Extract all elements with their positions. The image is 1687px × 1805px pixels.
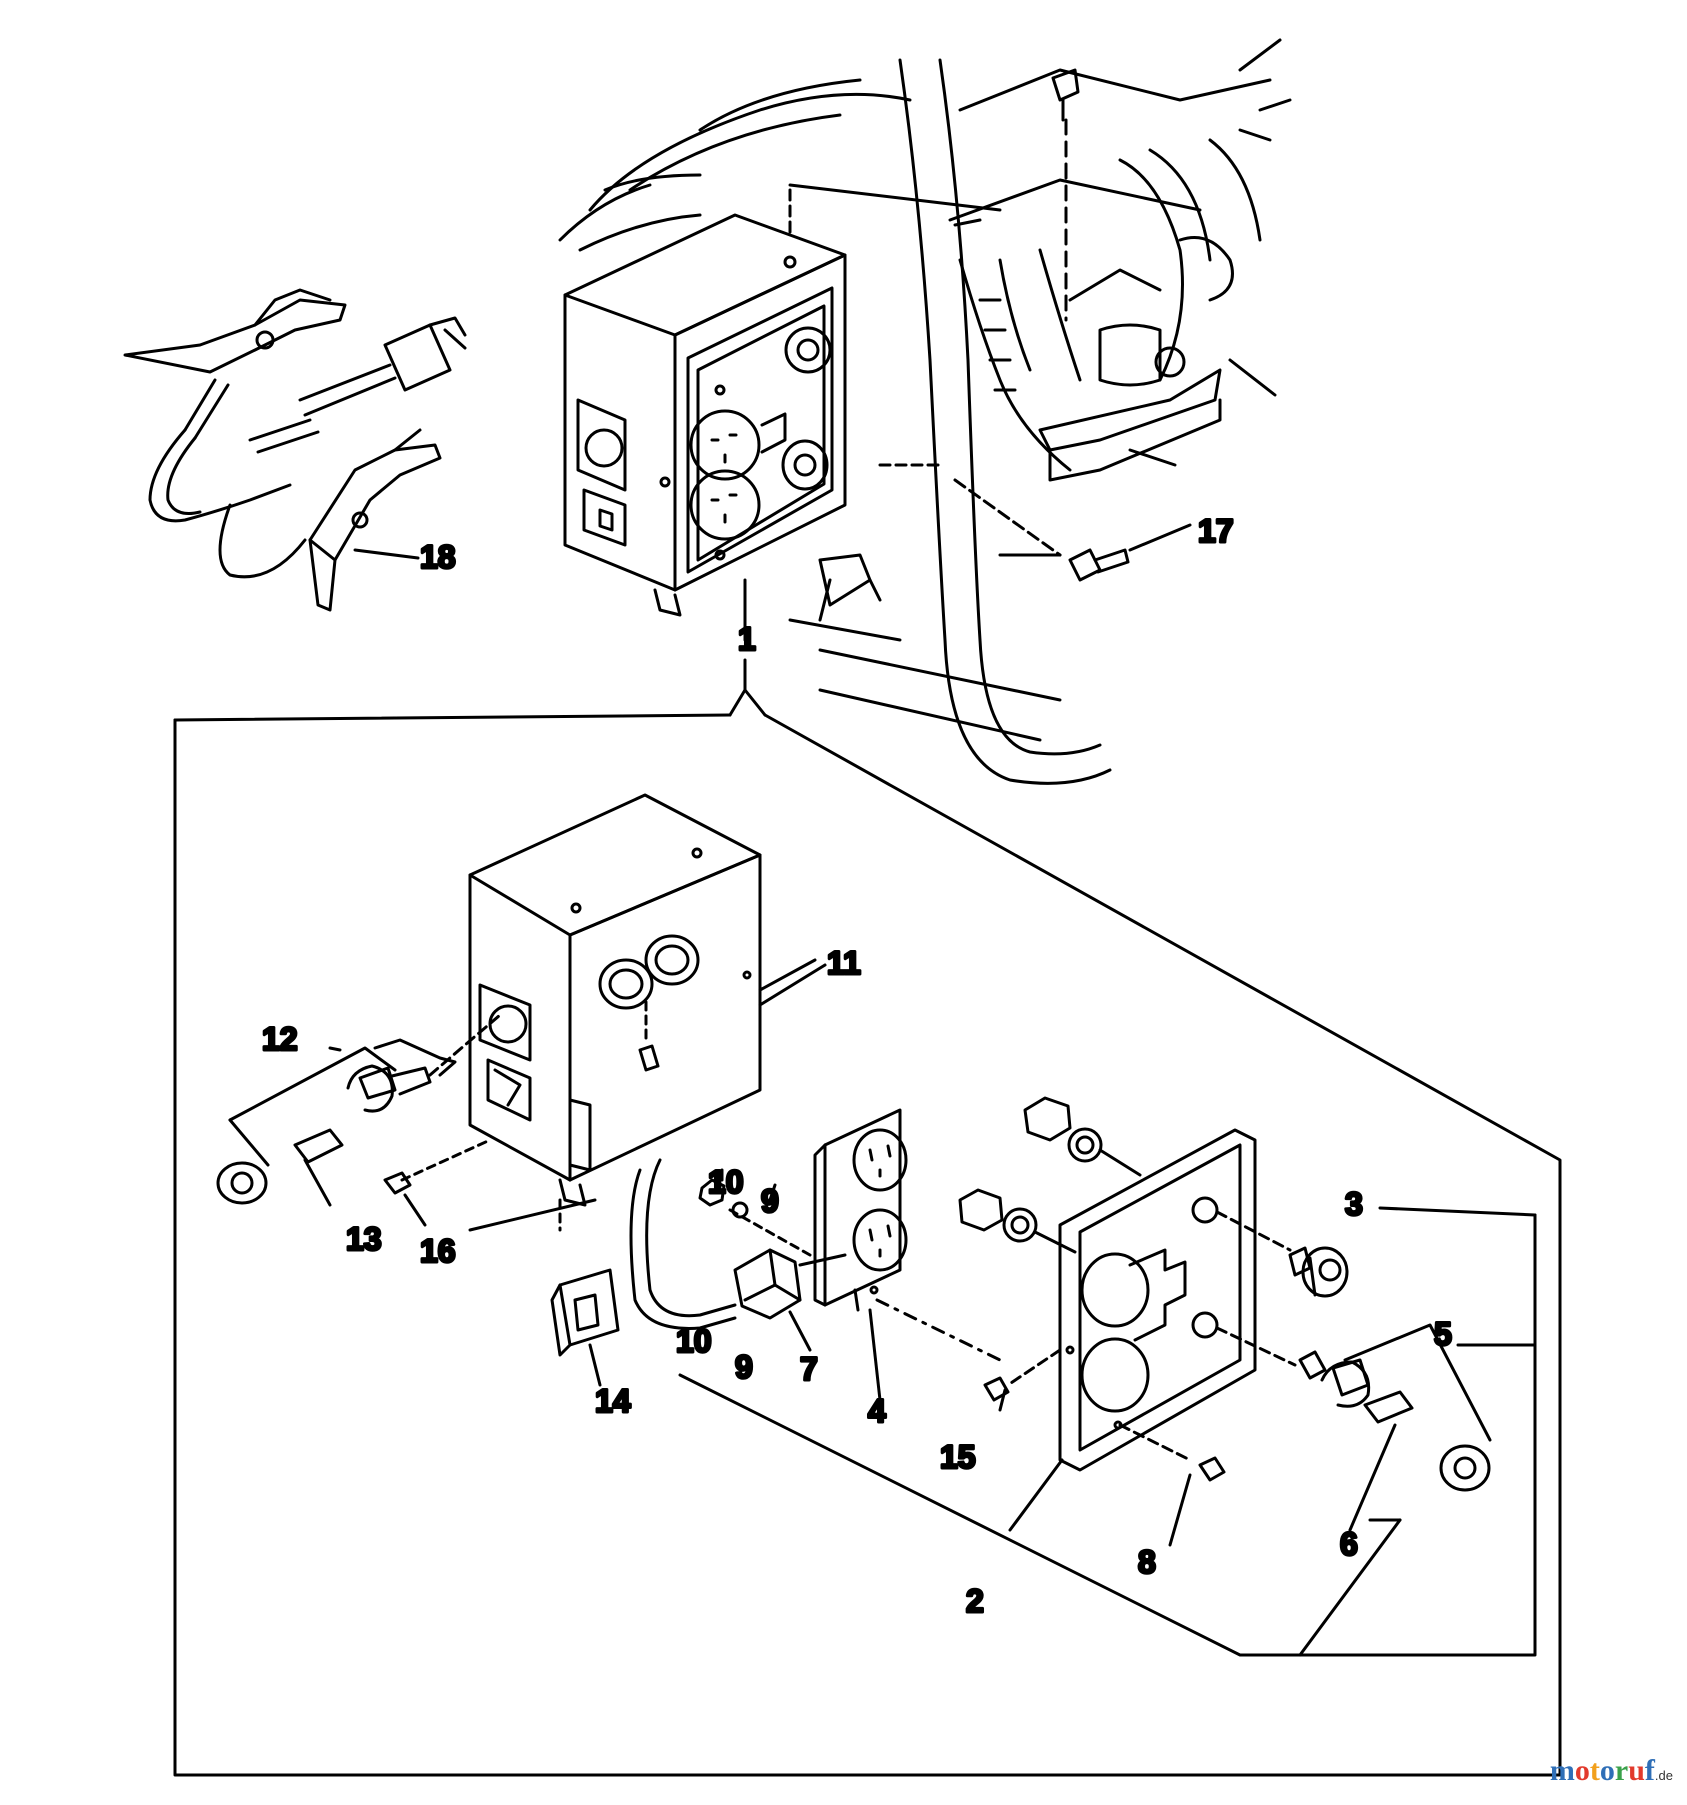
callout-1: 1	[738, 621, 756, 657]
exploded-view-frame	[173, 658, 1562, 1777]
callout-10-group: 10	[676, 1323, 712, 1359]
callout-5: 5	[1434, 1316, 1452, 1352]
callout-10: 10	[708, 1164, 744, 1200]
watermark-letters: motoruf	[1550, 1754, 1655, 1787]
callout-4: 4	[868, 1393, 886, 1429]
screw-16	[383, 1138, 492, 1227]
watermark-letter: t	[1589, 1754, 1600, 1787]
callout-2: 2	[966, 1583, 984, 1619]
callout-17: 17	[1198, 513, 1234, 549]
callout-8: 8	[1138, 1544, 1156, 1580]
housing-11	[468, 793, 762, 1232]
receptacle-4	[813, 1108, 1002, 1402]
callout-16: 16	[420, 1233, 456, 1269]
leader-lines	[328, 553, 1062, 1052]
motoruf-watermark-logo: motoruf.de	[1550, 1754, 1673, 1788]
watermark-letter: o	[1574, 1754, 1590, 1787]
leader-9	[768, 1183, 777, 1202]
callout-12: 12	[262, 1021, 298, 1057]
callout-labels: 1 2 3 4 5 6 7 8 9 10 11 12 13 14 15 16 1…	[261, 512, 1454, 1621]
callout-6: 6	[1340, 1526, 1358, 1562]
watermark-letter: o	[1599, 1754, 1615, 1787]
callout-14: 14	[595, 1383, 631, 1419]
wire-harness-7	[629, 1158, 847, 1352]
callout-15: 15	[940, 1439, 976, 1475]
watermark-letter: m	[1549, 1754, 1575, 1787]
breaker-5-fuse-6	[1298, 1323, 1492, 1532]
engine-frame-drawing	[558, 38, 1292, 785]
screws-8-15	[983, 1376, 1226, 1547]
face-plate-2	[1006, 1128, 1297, 1532]
grouping-brackets	[678, 1206, 1537, 1657]
switch-14	[550, 1268, 620, 1387]
callout-7: 7	[800, 1351, 818, 1387]
callout-9-group: 9	[735, 1349, 753, 1385]
callout-18: 18	[420, 539, 456, 575]
watermark-letter: u	[1628, 1754, 1645, 1787]
watermark-suffix: .de	[1654, 1768, 1673, 1783]
breaker-3	[1288, 1246, 1349, 1298]
callout-11: 11	[827, 945, 861, 981]
nuts-washers	[958, 1096, 1142, 1254]
leader-11	[758, 963, 827, 1007]
watermark-letter: r	[1614, 1754, 1629, 1787]
bolt-17	[1068, 523, 1192, 582]
callout-3: 3	[1345, 1186, 1363, 1222]
dc-breaker-12-13	[216, 1013, 502, 1207]
assembled-control-box	[563, 213, 847, 617]
watermark-letter: f	[1644, 1754, 1655, 1787]
battery-charge-cable	[123, 288, 467, 612]
callout-13: 13	[346, 1221, 382, 1257]
